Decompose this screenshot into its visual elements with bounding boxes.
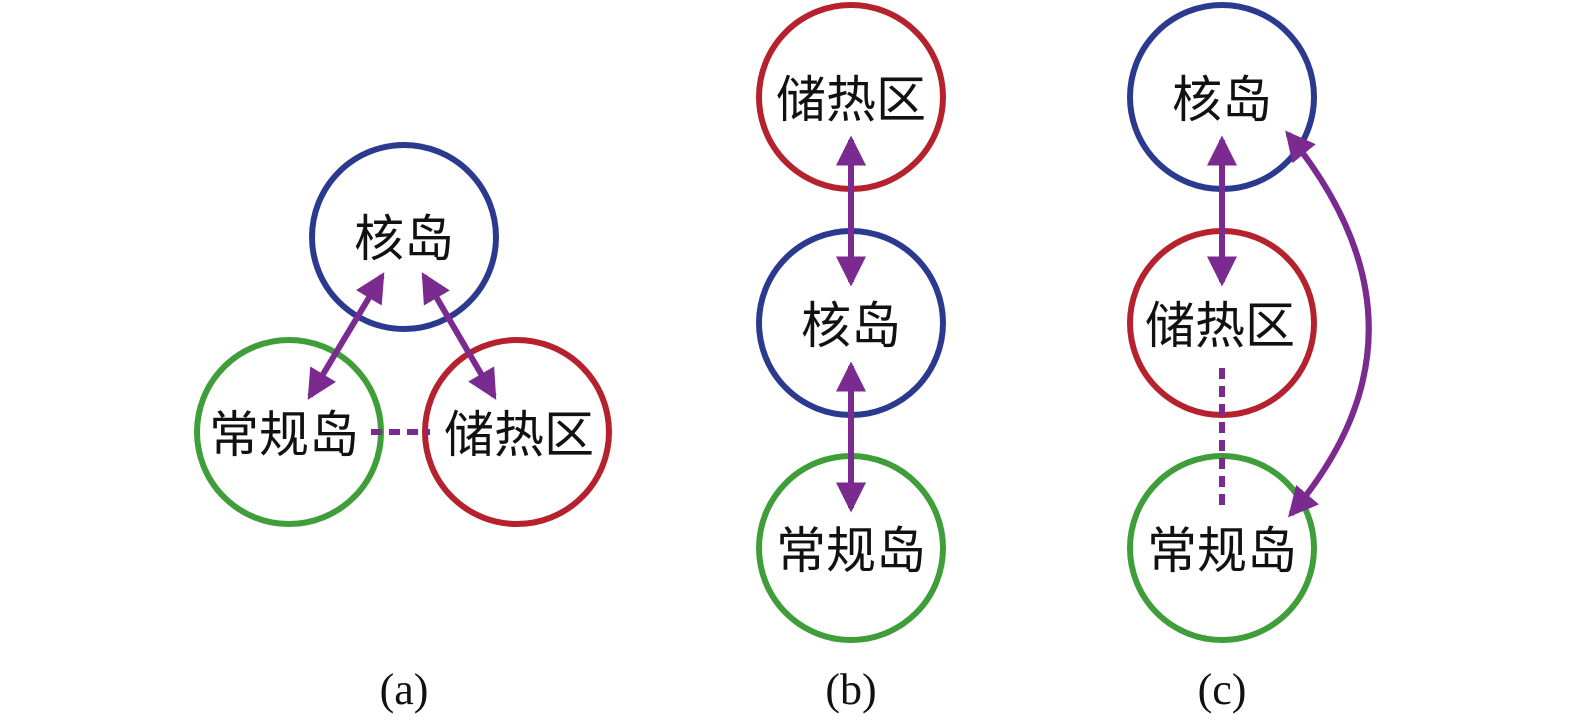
panel-c-conventional-island-label: 常规岛 <box>1147 522 1297 580</box>
panel-a-arrow-nuclear-conventional <box>307 272 385 400</box>
panel-c-conventional-island-circle <box>1127 453 1317 643</box>
panel-c-heat-storage-label: 储热区 <box>1145 297 1295 355</box>
panel-a-nuclear-island-label: 核岛 <box>354 210 454 268</box>
panel-a-conventional-island-label: 常规岛 <box>209 406 359 464</box>
panel-b-nuclear-island-label: 核岛 <box>801 297 901 355</box>
panel-b-caption: (b) <box>825 665 876 714</box>
panel-c: 核岛 储热区 常规岛 (c) <box>1127 2 1372 714</box>
panel-a-nuclear-island-circle <box>309 142 499 332</box>
panel-c-nuclear-island-label: 核岛 <box>1172 71 1272 129</box>
panel-b-conventional-island-label: 常规岛 <box>776 522 926 580</box>
panel-b-heat-storage-label: 储热区 <box>776 71 926 129</box>
panel-a-heat-storage-label: 储热区 <box>444 406 594 464</box>
panel-a-arrow-nuclear-heat-storage <box>421 272 497 400</box>
panel-a-caption: (a) <box>380 665 429 714</box>
panel-b: 储热区 核岛 常规岛 (b) <box>756 2 946 714</box>
panel-c-curved-arrow-nuclear-conventional <box>1285 130 1372 518</box>
panel-c-caption: (c) <box>1198 665 1247 714</box>
panel-a: 核岛 常规岛 储热区 (a) <box>194 142 612 714</box>
